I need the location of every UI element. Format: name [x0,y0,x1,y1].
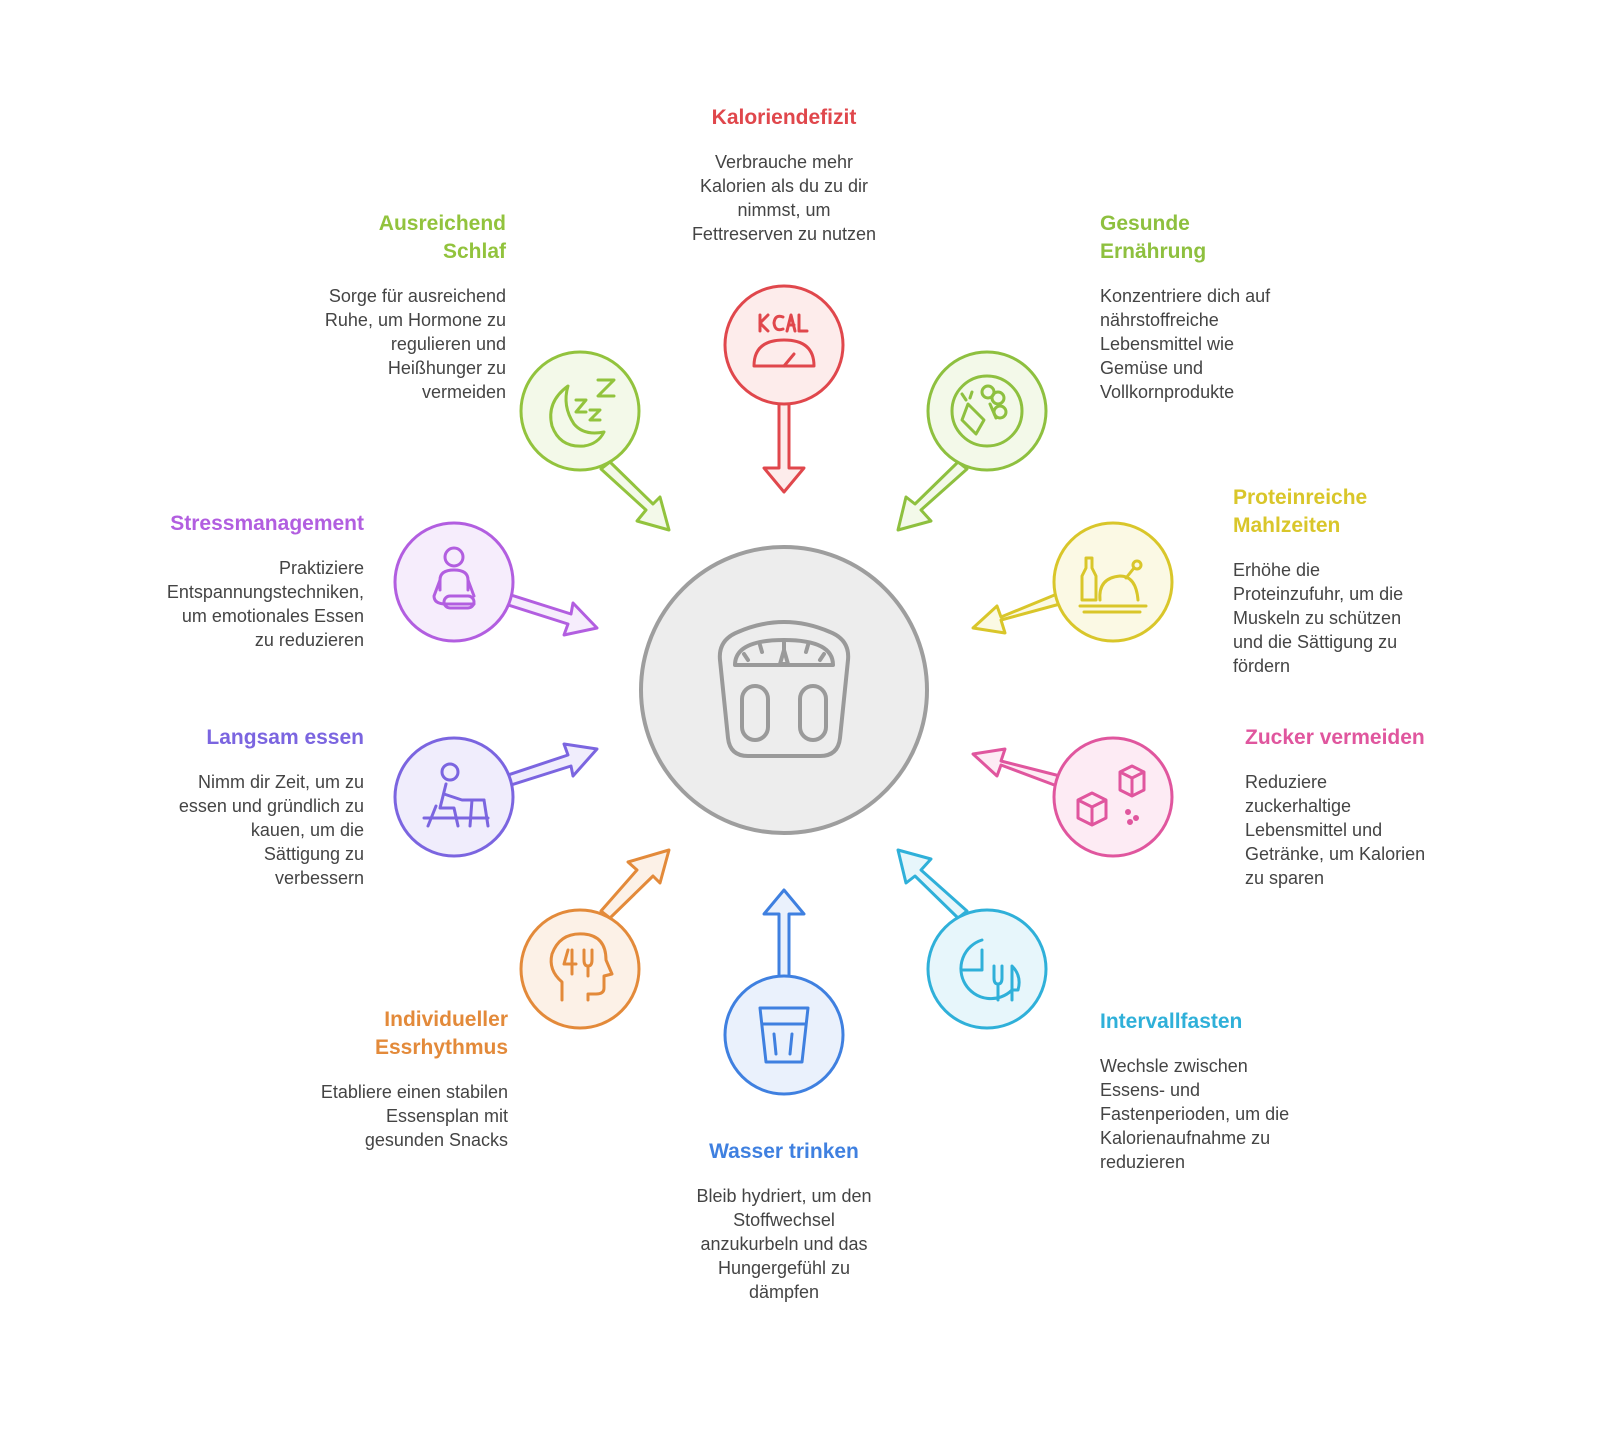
label-essrhythmus: Individueller Essrhythmus Etabliere eine… [268,1006,508,1152]
arrow-essrhythmus [599,848,671,920]
water-glass-icon [758,1006,810,1064]
label-zucker-vermeiden: Zucker vermeiden Reduziere zuckerhaltige… [1245,724,1485,890]
node-wasser-trinken [723,974,845,1096]
label-intervallfasten: Intervallfasten Wechsle zwischen Essens-… [1100,1008,1340,1174]
text-langsam-essen: Nimm dir Zeit, um zu essen und gründlich… [178,772,364,888]
title-wasser-trinken: Wasser trinken [709,1140,859,1163]
text-gesunde-ernaehrung: Konzentriere dich auf nährstoffreiche Le… [1100,286,1271,402]
title-stressmanagement: Stressmanagement [170,512,364,535]
title-proteinreiche-mahlzeiten: Proteinreiche Mahlzeiten [1233,486,1368,537]
arrow-wasser-trinken [762,888,806,980]
title-zucker-vermeiden: Zucker vermeiden [1245,726,1425,749]
person-eating-icon [422,762,490,828]
meditation-icon [432,546,476,610]
title-kaloriendefizit: Kaloriendefizit [711,106,857,129]
arrow-zucker-vermeiden [971,747,1062,788]
node-proteinreiche-mahlzeiten [1052,521,1174,643]
node-kaloriendefizit [723,284,845,406]
title-gesunde-ernaehrung: Gesunde Ernährung [1100,212,1207,263]
title-essrhythmus: Individueller Essrhythmus [374,1008,508,1059]
node-essrhythmus [519,908,641,1030]
bathroom-scale-icon [717,620,851,758]
label-gesunde-ernaehrung: Gesunde Ernährung Konzentriere dich auf … [1100,210,1340,404]
arrow-proteinreiche-mahlzeiten [971,592,1062,635]
label-langsam-essen: Langsam essen Nimm dir Zeit, um zu essen… [124,724,364,890]
label-proteinreiche-mahlzeiten: Proteinreiche Mahlzeiten Erhöhe die Prot… [1233,484,1473,678]
arrow-ausreichend-schlaf [599,460,671,532]
text-intervallfasten: Wechsle zwischen Essens- und Fastenperio… [1100,1056,1290,1172]
label-kaloriendefizit: Kaloriendefizit Verbrauche mehr Kalorien… [664,104,904,246]
label-wasser-trinken: Wasser trinken Bleib hydriert, um den St… [664,1138,904,1304]
arrow-langsam-essen [503,742,599,788]
moon-sleep-icon [549,378,616,448]
chicken-dish-icon [1078,556,1148,614]
label-stressmanagement: Stressmanagement Praktiziere Entspannung… [124,510,364,652]
text-ausreichend-schlaf: Sorge für ausreichend Ruhe, um Hormone z… [324,286,506,402]
title-langsam-essen: Langsam essen [206,726,364,749]
arrow-gesunde-ernaehrung [896,460,969,532]
arrow-stressmanagement [503,592,599,637]
center-node [639,545,929,835]
title-intervallfasten: Intervallfasten [1100,1010,1243,1033]
sugar-cubes-icon [1076,764,1146,827]
node-zucker-vermeiden [1052,736,1174,858]
node-stressmanagement [393,521,515,643]
text-kaloriendefizit: Verbrauche mehr Kalorien als du zu dir n… [691,152,877,244]
vegetables-icon [950,374,1024,448]
text-zucker-vermeiden: Reduziere zuckerhaltige Lebensmittel und… [1245,772,1426,888]
label-ausreichend-schlaf: Ausreichend Schlaf Sorge für ausreichend… [266,210,506,404]
node-gesunde-ernaehrung [926,350,1048,472]
clock-cutlery-icon [959,938,1021,1002]
kcal-scale-icon [752,313,816,368]
text-wasser-trinken: Bleib hydriert, um den Stoffwechsel anzu… [696,1186,872,1302]
arrow-intervallfasten [896,848,969,920]
arrow-kaloriendefizit [762,398,806,494]
text-essrhythmus: Etabliere einen stabilen Essensplan mit … [320,1082,508,1150]
text-proteinreiche-mahlzeiten: Erhöhe die Proteinzufuhr, um die Muskeln… [1233,560,1404,676]
node-intervallfasten [926,908,1048,1030]
head-cutlery-icon [549,932,614,1002]
text-stressmanagement: Praktiziere Entspannungstechniken, um em… [166,558,364,650]
title-ausreichend-schlaf: Ausreichend Schlaf [378,212,506,263]
